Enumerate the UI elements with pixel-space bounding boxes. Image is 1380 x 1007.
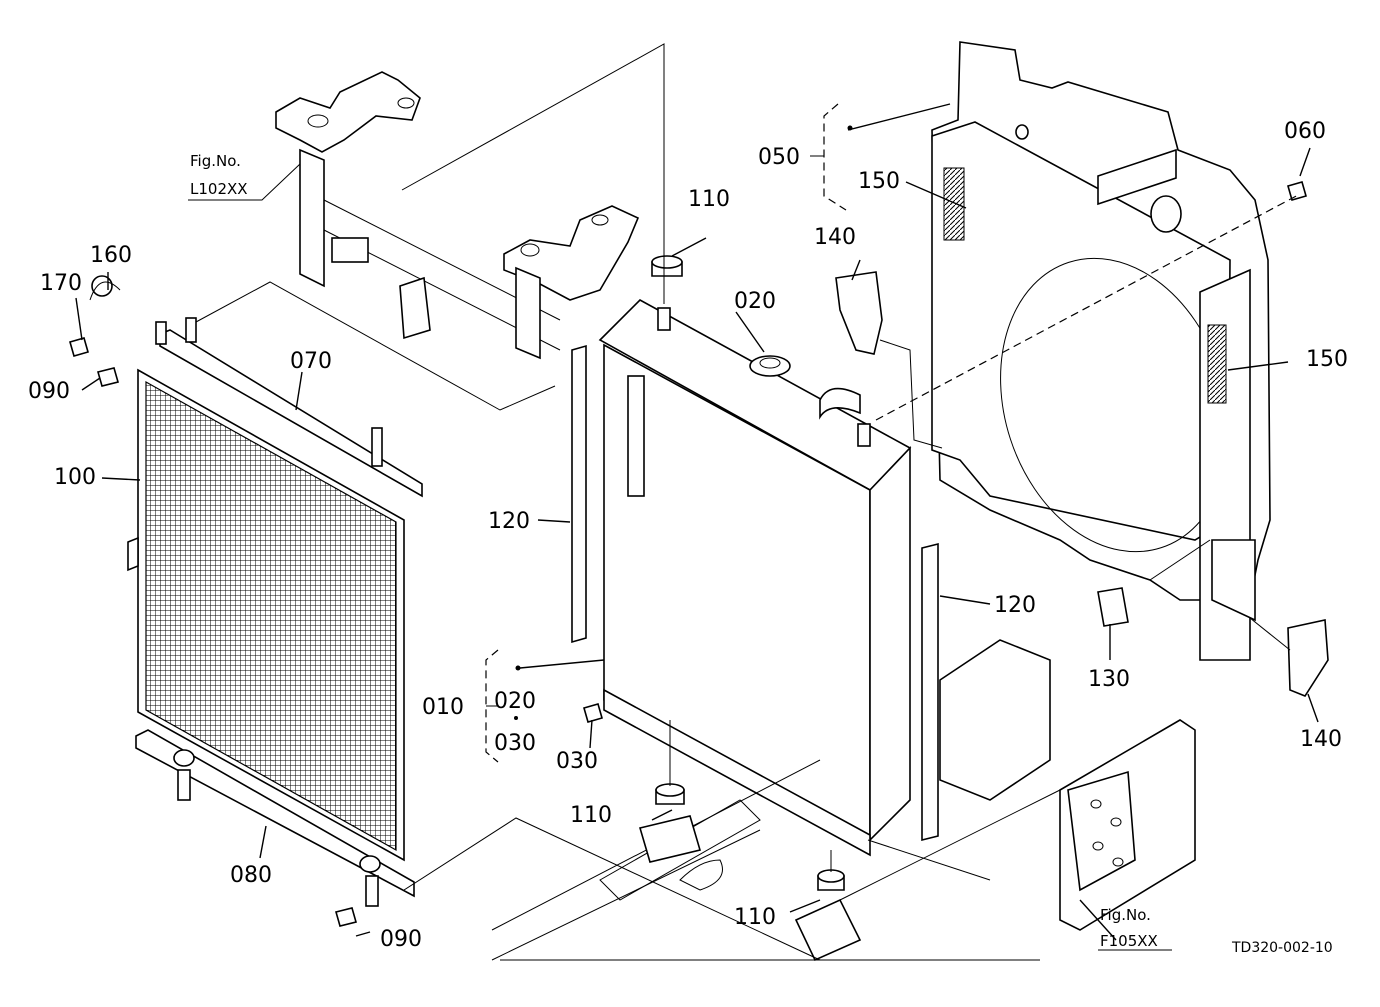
callout-090-bottom: 090 (380, 927, 422, 952)
lower-screen-bracket (135, 729, 415, 907)
radiator-assembly (598, 299, 912, 857)
callout-110-top: 110 (688, 187, 730, 212)
figure-ref-top: Fig.No. L102XX (190, 152, 248, 198)
figure-ref-bottom-label: Fig.No. (1100, 906, 1151, 924)
callout-170: 170 (40, 271, 82, 296)
callout-150-top: 150 (858, 169, 900, 194)
callout-120-left: 120 (488, 509, 530, 534)
callout-110-bottom: 110 (734, 905, 776, 930)
callout-140-top: 140 (814, 225, 856, 250)
callout-090-top: 090 (28, 379, 70, 404)
leader-lines (75, 43, 1319, 961)
upper-screen-bracket (155, 317, 423, 498)
callout-020-cap: 020 (734, 289, 776, 314)
callout-050: 050 (758, 145, 800, 170)
callout-160: 160 (90, 243, 132, 268)
mesh-screen (127, 368, 405, 862)
callout-060: 060 (1284, 119, 1326, 144)
callout-140-bottom: 140 (1300, 727, 1342, 752)
callout-030-bolt: 030 (556, 749, 598, 774)
callout-030-group: 030 (494, 731, 536, 756)
callout-010: 010 (422, 695, 464, 720)
figure-ref-bottom-code: F105XX (1100, 932, 1158, 950)
callout-labels: 010 020 020 030 030 050 060 070 080 090 … (28, 119, 1348, 952)
callout-070: 070 (290, 349, 332, 374)
seal-strips (571, 344, 939, 842)
figure-ref-top-label: Fig.No. (190, 152, 241, 170)
callout-130: 130 (1088, 667, 1130, 692)
callout-020-group: 020 (494, 689, 536, 714)
callout-100: 100 (54, 465, 96, 490)
upper-frame-bracket (275, 71, 640, 360)
callout-150-right: 150 (1306, 347, 1348, 372)
figure-ref-bottom: Fig.No. F105XX (1098, 906, 1172, 951)
callout-080: 080 (230, 863, 272, 888)
callout-120-right: 120 (994, 593, 1036, 618)
callout-110-mid: 110 (570, 803, 612, 828)
fan-shroud (931, 41, 1271, 661)
figure-ref-top-code: L102XX (190, 180, 248, 198)
lower-frame (491, 639, 1196, 962)
hardware (69, 181, 1329, 927)
drawing-code: TD320-002-10 (1231, 940, 1333, 956)
